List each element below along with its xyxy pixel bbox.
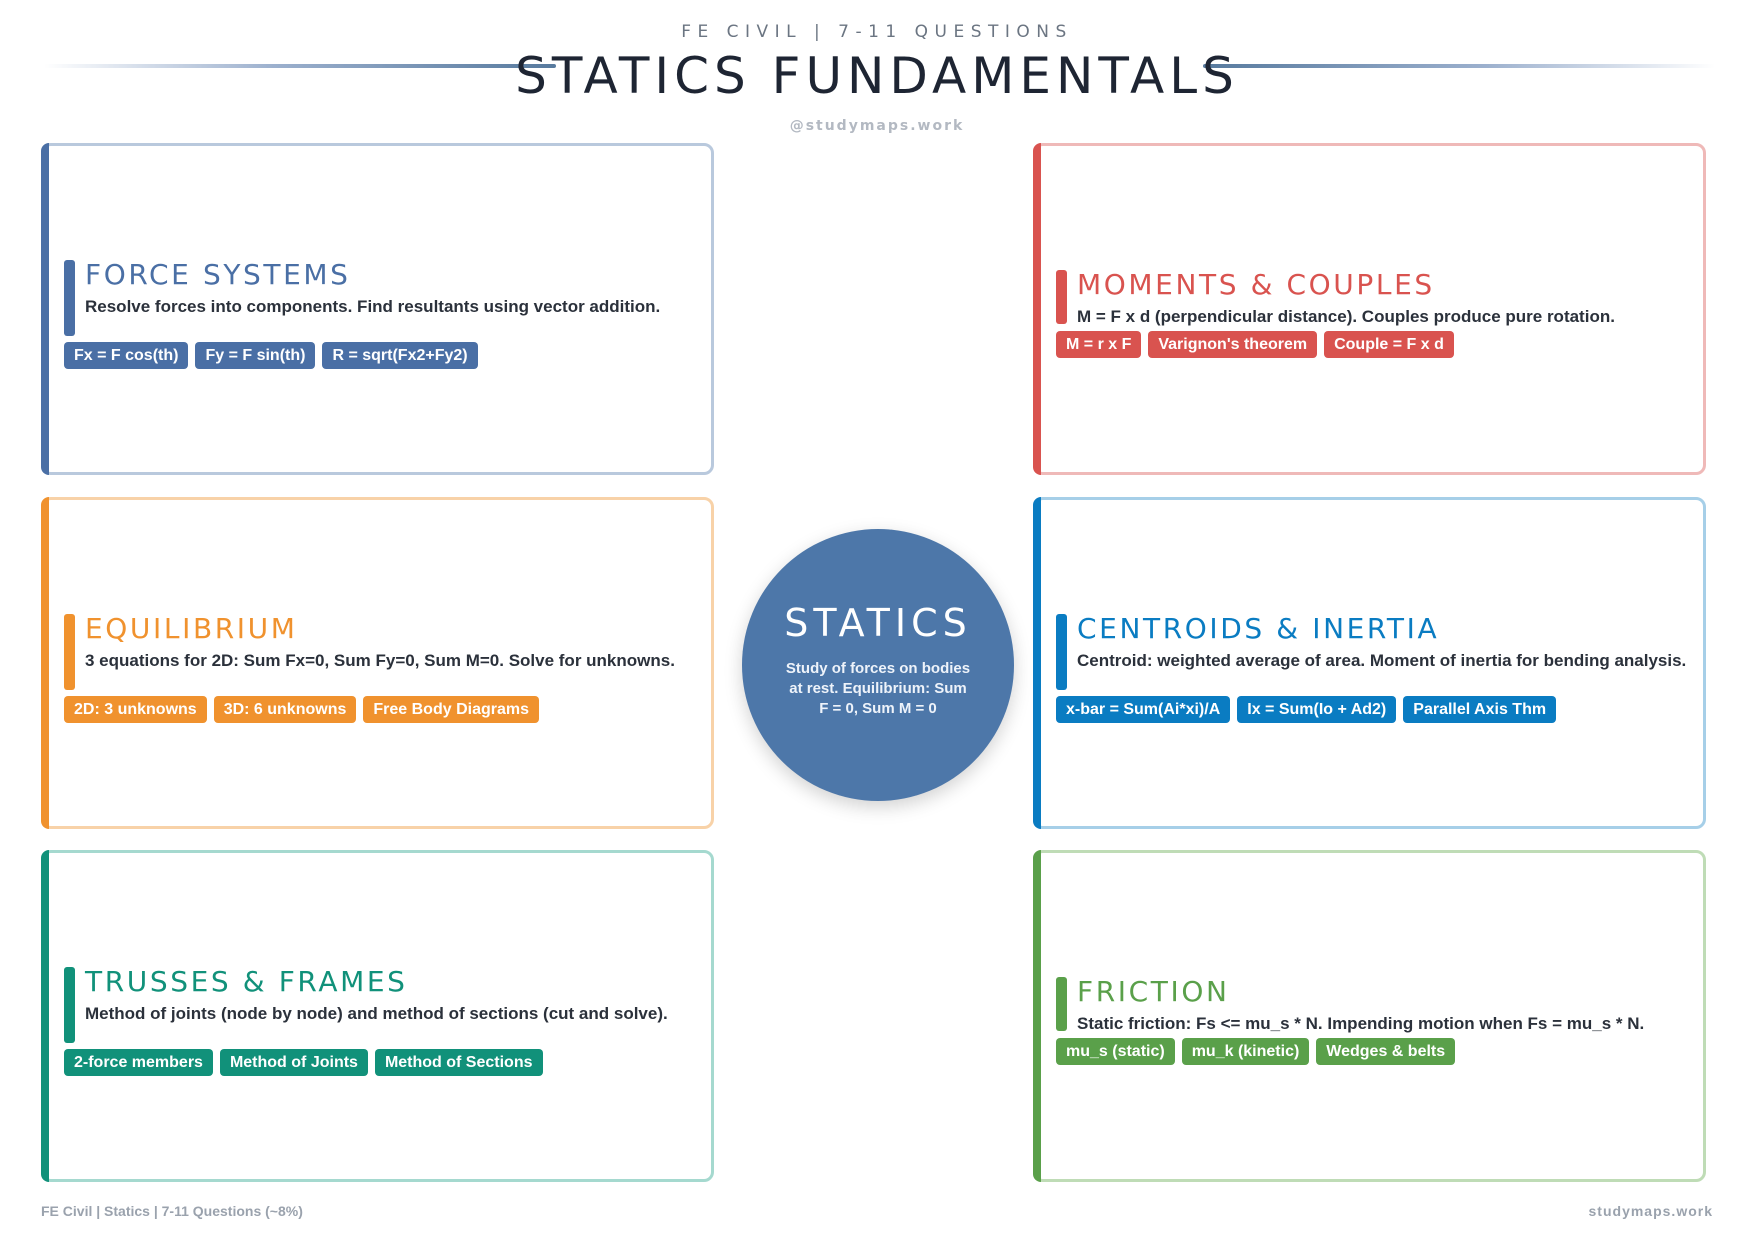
card-header: FRICTION Static friction: Fs <= mu_s * N…	[1077, 975, 1697, 1034]
card-title: MOMENTS & COUPLES	[1077, 268, 1435, 301]
formula-tag: Fx = F cos(th)	[64, 342, 189, 369]
card-title: CENTROIDS & INERTIA	[1077, 612, 1440, 645]
formula-tag: mu_k (kinetic)	[1181, 1038, 1310, 1065]
card-accent-bar	[1056, 977, 1067, 1031]
card-friction: FRICTION Static friction: Fs <= mu_s * N…	[1033, 850, 1706, 1182]
card-title: TRUSSES & FRAMES	[85, 965, 408, 998]
formula-tag: mu_s (static)	[1056, 1038, 1175, 1065]
card-force-systems: FORCE SYSTEMS Resolve forces into compon…	[41, 143, 714, 475]
formula-tag: Ix = Sum(Io + Ad2)	[1237, 696, 1397, 723]
formula-tags: x-bar = Sum(Ai*xi)/A Ix = Sum(Io + Ad2) …	[1056, 696, 1557, 723]
page-subtitle: FE CIVIL | 7-11 QUESTIONS	[681, 22, 1073, 42]
card-description: M = F x d (perpendicular distance). Coup…	[1077, 307, 1615, 326]
card-centroids-inertia: CENTROIDS & INERTIA Centroid: weighted a…	[1033, 497, 1706, 829]
card-accent-edge	[1033, 497, 1041, 829]
formula-tag: 3D: 6 unknowns	[213, 696, 357, 723]
card-accent-bar	[1056, 270, 1067, 324]
title-rule-left	[44, 64, 556, 68]
formula-tag: Fy = F sin(th)	[195, 342, 316, 369]
formula-tag: 2D: 3 unknowns	[64, 696, 207, 723]
card-header: CENTROIDS & INERTIA Centroid: weighted a…	[1077, 612, 1697, 671]
card-title: FORCE SYSTEMS	[85, 258, 351, 291]
card-header: EQUILIBRIUM 3 equations for 2D: Sum Fx=0…	[85, 612, 705, 671]
card-header: MOMENTS & COUPLES M = F x d (perpendicul…	[1077, 268, 1697, 327]
author-handle: @studymaps.work	[789, 118, 965, 134]
formula-tag: Wedges & belts	[1316, 1038, 1456, 1065]
card-description: Centroid: weighted average of area. Mome…	[1077, 651, 1687, 670]
formula-tags: 2D: 3 unknowns 3D: 6 unknowns Free Body …	[64, 696, 539, 723]
card-description: Method of joints (node by node) and meth…	[85, 1004, 668, 1023]
card-trusses-frames: TRUSSES & FRAMES Method of joints (node …	[41, 850, 714, 1182]
formula-tag: Method of Sections	[374, 1049, 543, 1076]
card-title: EQUILIBRIUM	[85, 612, 298, 645]
card-accent-bar	[64, 260, 75, 336]
card-accent-edge	[1033, 143, 1041, 475]
card-title: FRICTION	[1077, 975, 1230, 1008]
formula-tag: Varignon's theorem	[1148, 331, 1318, 358]
card-description: 3 equations for 2D: Sum Fx=0, Sum Fy=0, …	[85, 651, 675, 670]
card-description: Resolve forces into components. Find res…	[85, 297, 661, 316]
card-accent-bar	[64, 614, 75, 690]
formula-tags: M = r x F Varignon's theorem Couple = F …	[1056, 331, 1454, 358]
formula-tags: 2-force members Method of Joints Method …	[64, 1049, 543, 1076]
card-accent-bar	[64, 967, 75, 1043]
footer-site: studymaps.work	[1588, 1203, 1713, 1219]
formula-tag: Parallel Axis Thm	[1403, 696, 1557, 723]
title-rule-right	[1203, 64, 1715, 68]
center-title: STATICS	[784, 601, 972, 645]
formula-tag: Free Body Diagrams	[363, 696, 539, 723]
card-accent-bar	[1056, 614, 1067, 690]
card-description: Static friction: Fs <= mu_s * N. Impendi…	[1077, 1014, 1645, 1033]
formula-tag: x-bar = Sum(Ai*xi)/A	[1056, 696, 1231, 723]
card-equilibrium: EQUILIBRIUM 3 equations for 2D: Sum Fx=0…	[41, 497, 714, 829]
formula-tags: mu_s (static) mu_k (kinetic) Wedges & be…	[1056, 1038, 1456, 1065]
footer-caption: FE Civil | Statics | 7-11 Questions (~8%…	[41, 1203, 303, 1219]
formula-tag: Couple = F x d	[1324, 331, 1454, 358]
page-title: STATICS FUNDAMENTALS	[515, 47, 1239, 105]
formula-tag: 2-force members	[64, 1049, 213, 1076]
formula-tags: Fx = F cos(th) Fy = F sin(th) R = sqrt(F…	[64, 342, 478, 369]
formula-tag: M = r x F	[1056, 331, 1142, 358]
card-moments-couples: MOMENTS & COUPLES M = F x d (perpendicul…	[1033, 143, 1706, 475]
card-header: TRUSSES & FRAMES Method of joints (node …	[85, 965, 705, 1024]
card-accent-edge	[41, 497, 49, 829]
formula-tag: Method of Joints	[219, 1049, 368, 1076]
center-topic-circle: STATICS Study of forces on bodies at res…	[742, 529, 1014, 801]
formula-tag: R = sqrt(Fx2+Fy2)	[322, 342, 478, 369]
card-accent-edge	[41, 143, 49, 475]
card-header: FORCE SYSTEMS Resolve forces into compon…	[85, 258, 705, 317]
card-accent-edge	[41, 850, 49, 1182]
center-description: Study of forces on bodies at rest. Equil…	[785, 660, 971, 717]
card-accent-edge	[1033, 850, 1041, 1182]
